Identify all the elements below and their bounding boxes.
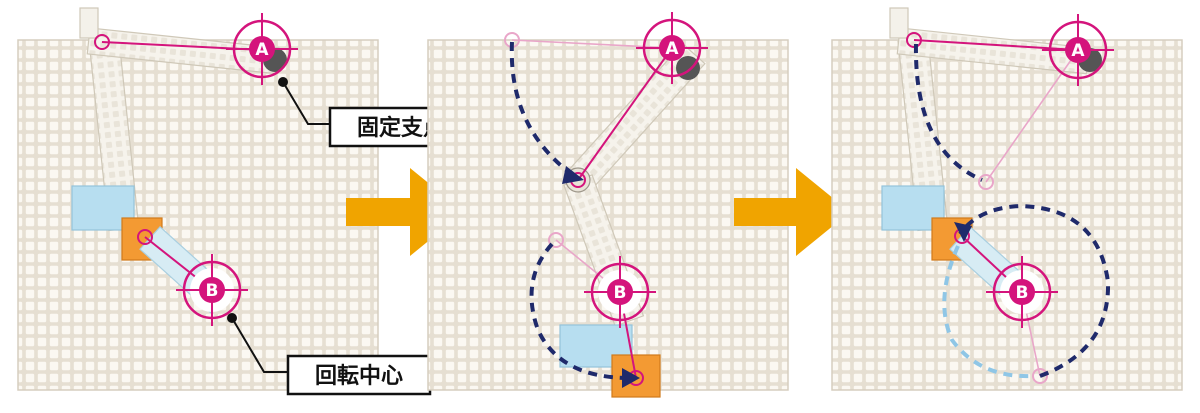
callout-rotation-center: 回転中心 bbox=[286, 354, 432, 396]
marker-b-label: B bbox=[206, 281, 219, 301]
marker-a: A bbox=[636, 12, 708, 84]
end-point bbox=[137, 229, 153, 245]
ghost-point bbox=[1032, 368, 1048, 384]
panel-1: A B 固定支点 回転中心 bbox=[17, 7, 474, 396]
marker-a: A bbox=[1042, 14, 1114, 86]
ghost-point bbox=[548, 232, 564, 248]
end-point bbox=[94, 34, 110, 50]
motion-path-light bbox=[942, 245, 1033, 379]
path-arrowhead bbox=[562, 166, 584, 184]
marker-b-label: B bbox=[1016, 283, 1029, 303]
marker-b: B bbox=[584, 256, 656, 328]
callout-dot bbox=[227, 313, 237, 323]
motion-path bbox=[913, 43, 983, 182]
ghost-line bbox=[511, 39, 673, 49]
callout-dot bbox=[278, 77, 288, 87]
callout-leader bbox=[282, 81, 330, 125]
marker-b-label: B bbox=[614, 283, 627, 303]
path-arrowhead bbox=[954, 222, 972, 242]
callout-leader bbox=[231, 317, 288, 373]
marker-a-label: A bbox=[1071, 41, 1085, 61]
ghost-point bbox=[978, 174, 994, 190]
motion-path bbox=[509, 41, 576, 178]
beam-cap bbox=[79, 7, 99, 39]
motion-path bbox=[529, 242, 631, 380]
marker-a: A bbox=[226, 13, 298, 85]
beam-cap bbox=[889, 7, 909, 39]
marker-a-label: A bbox=[255, 40, 269, 60]
callout-rotation-center-text: 回転中心 bbox=[315, 363, 403, 389]
marker-b: B bbox=[176, 254, 248, 326]
panel-3: A B bbox=[831, 7, 1183, 391]
path-arrowhead bbox=[622, 368, 640, 388]
panel-2: A B bbox=[427, 12, 789, 398]
marker-b: B bbox=[986, 256, 1058, 328]
marker-a-label: A bbox=[665, 39, 679, 59]
step-arrow bbox=[734, 168, 850, 256]
